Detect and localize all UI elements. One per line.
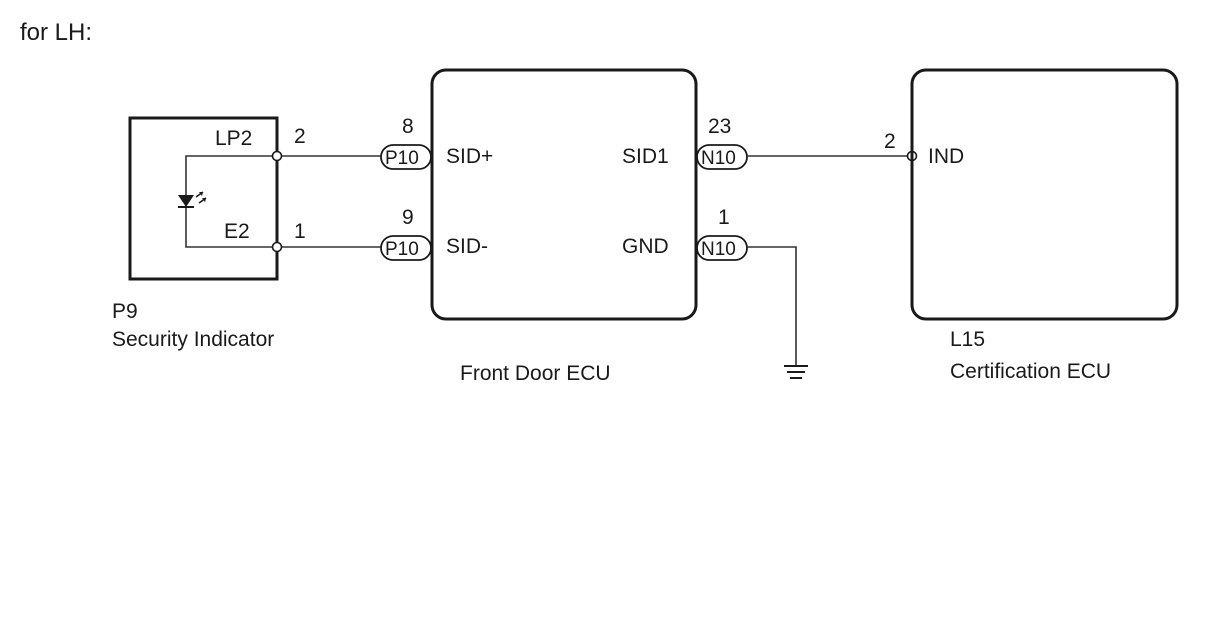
ecu-pin-1: 1 bbox=[718, 206, 730, 229]
terminal-label-ind: IND bbox=[928, 145, 964, 168]
diagram-heading: for LH: bbox=[20, 19, 92, 46]
certification-ecu-name: Certification ECU bbox=[950, 360, 1111, 383]
connector-n10-upper bbox=[696, 144, 748, 170]
front-door-ecu-box bbox=[430, 68, 698, 321]
terminal-label-sid1: SID1 bbox=[622, 145, 669, 168]
terminal-label-lp2: LP2 bbox=[215, 127, 252, 150]
terminal-dot-lp2 bbox=[271, 150, 283, 162]
connector-p10-upper-label: P10 bbox=[385, 148, 419, 169]
terminal-label-sid-plus: SID+ bbox=[446, 145, 493, 168]
security-indicator-code: P9 bbox=[112, 300, 138, 323]
terminal-label-e2: E2 bbox=[224, 220, 250, 243]
certification-ecu-code: L15 bbox=[950, 328, 985, 351]
security-indicator-name: Security Indicator bbox=[112, 328, 274, 351]
indicator-pin-1: 1 bbox=[294, 220, 306, 243]
connector-n10-lower bbox=[696, 235, 748, 261]
terminal-dot-e2 bbox=[271, 241, 283, 253]
terminal-label-sid-minus: SID- bbox=[446, 235, 488, 258]
ecu-pin-9: 9 bbox=[402, 206, 414, 229]
connector-n10-lower-label: N10 bbox=[701, 239, 736, 260]
security-indicator-box bbox=[128, 116, 279, 281]
wire-gnd bbox=[747, 246, 797, 366]
led-symbol bbox=[178, 191, 207, 208]
ground-symbol bbox=[784, 365, 808, 379]
ecu-pin-8: 8 bbox=[402, 115, 414, 138]
connector-p10-lower-label: P10 bbox=[385, 239, 419, 260]
certification-ecu-box bbox=[910, 68, 1179, 321]
indicator-pin-2: 2 bbox=[294, 125, 306, 148]
connector-p10-lower bbox=[380, 235, 432, 261]
certification-pin-2: 2 bbox=[884, 130, 896, 153]
connector-n10-upper-label: N10 bbox=[701, 148, 736, 169]
terminal-label-gnd: GND bbox=[622, 235, 669, 258]
connector-p10-upper bbox=[380, 144, 432, 170]
ecu-pin-23: 23 bbox=[708, 115, 731, 138]
front-door-ecu-name: Front Door ECU bbox=[460, 362, 611, 385]
